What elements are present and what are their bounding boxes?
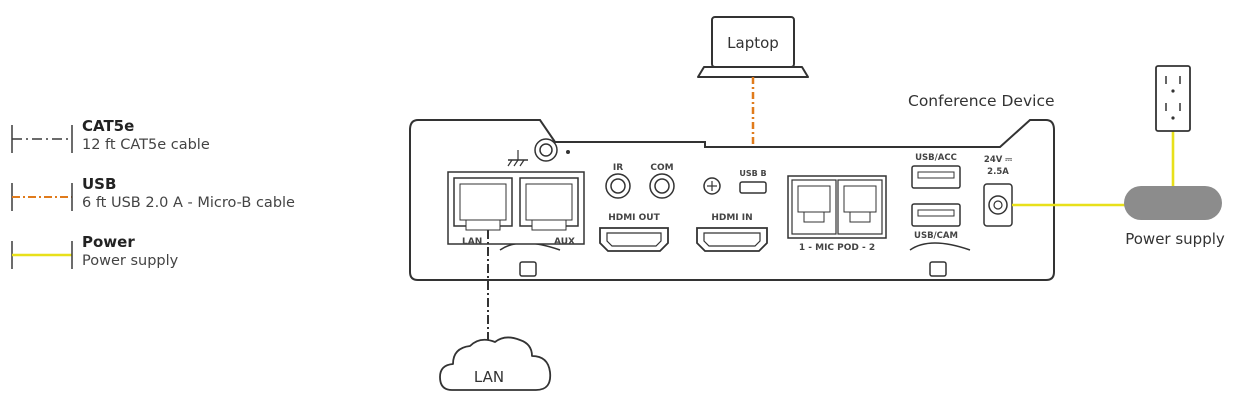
legend-description: Power supply [82,253,179,269]
laptop-icon: Laptop [697,16,809,78]
legend-title: Power [82,233,135,251]
power-supply-label: Power supply [1125,230,1225,248]
hdmi-in-port: HDMI IN [696,177,768,252]
port-label-mic-pod: 1 - MIC POD - 2 [799,243,875,253]
cat5e-line-swatch [11,125,73,153]
power-line-swatch [11,241,73,269]
legend-description: 12 ft CAT5e cable [82,137,210,153]
laptop-label: Laptop [727,34,779,52]
ground-screw-icon [507,138,570,167]
legend-usb: USB 6 ft USB 2.0 A - Micro-B cable [10,175,370,225]
legend-title: USB [82,175,117,193]
port-label-hdmi-in: HDMI IN [711,213,752,223]
port-label-ir: IR [613,163,623,173]
usb-line-swatch [11,183,73,211]
wall-outlet-icon [1155,65,1191,132]
power-supply-icon: Power supply [1124,186,1225,248]
legend-title: CAT5e [82,117,135,135]
legend-power: Power Power supply [10,233,370,283]
port-label-hdmi-out: HDMI OUT [608,213,660,223]
ir-com-jacks: IR COM [605,163,675,199]
legend-description: 6 ft USB 2.0 A - Micro-B cable [82,195,295,211]
mic-pod-ports: 1 - MIC POD - 2 [787,175,887,253]
power-rating-voltage: 24V ⎓ [984,155,1013,165]
power-rating-current: 2.5A [987,167,1009,177]
lan-aux-ports: LAN AUX [447,171,585,247]
port-label-lan: LAN [462,237,482,247]
port-label-aux: AUX [554,237,575,247]
port-label-usb-cam: USB/CAM [914,231,958,241]
lan-cloud-icon: LAN [439,336,552,391]
port-label-com: COM [650,163,673,173]
usb-b-port: USB B [739,169,767,194]
cloud-label: LAN [474,368,504,386]
device-label: Conference Device [908,92,1055,110]
usb-acc-cam-ports: USB/ACC USB/CAM [911,153,961,241]
port-label-usb-b: USB B [739,169,766,178]
hdmi-out-port: HDMI OUT [599,213,669,252]
port-label-usb-acc: USB/ACC [915,153,957,163]
legend-cat5e: CAT5e 12 ft CAT5e cable [10,117,370,167]
